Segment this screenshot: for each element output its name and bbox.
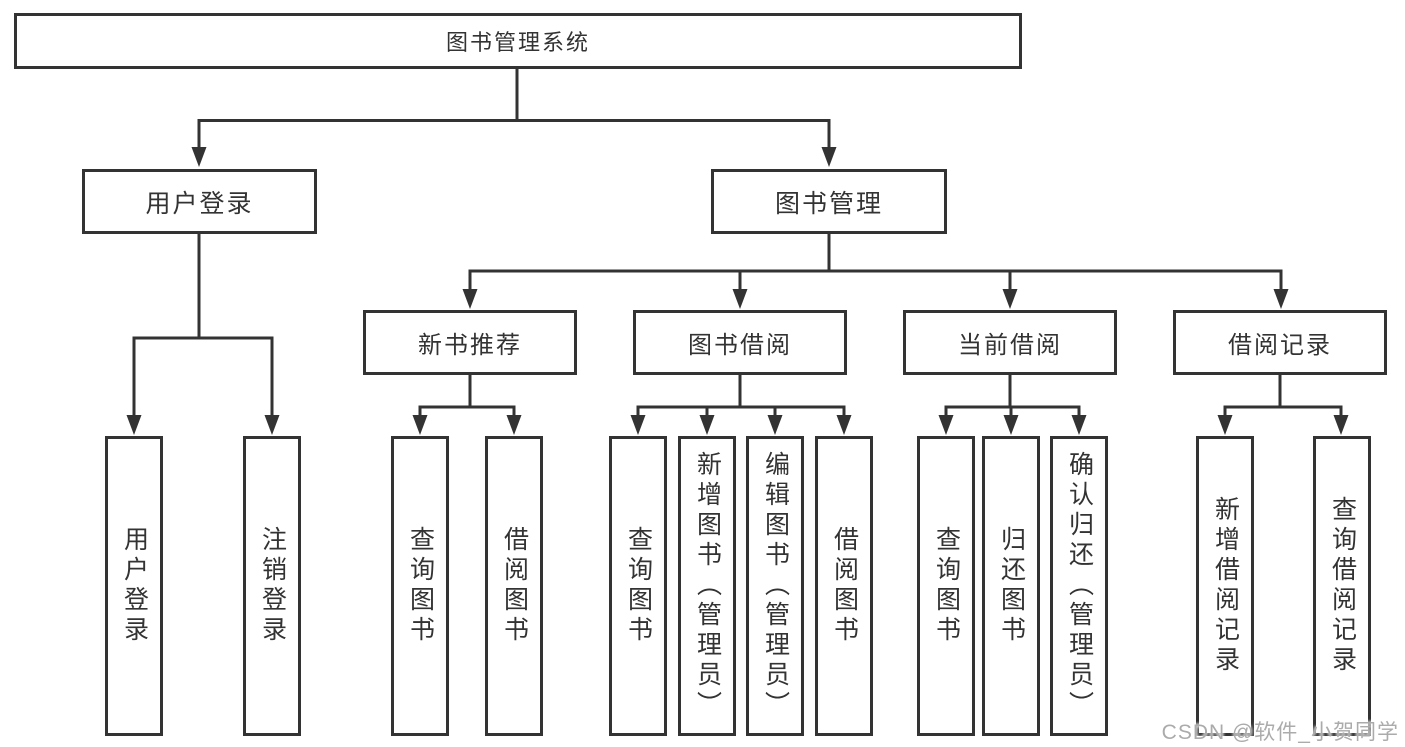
arrow-down-icon	[732, 289, 748, 309]
node-leaf-user-login: 用户登录	[105, 436, 163, 736]
connector-root-to-level2	[197, 69, 831, 149]
arrow-down-icon	[1273, 289, 1289, 309]
node-new-book-rec: 新书推荐	[363, 310, 577, 375]
arrow-down-icon	[1003, 415, 1019, 435]
arrow-down-icon	[191, 147, 207, 167]
node-user-login: 用户登录	[82, 169, 317, 234]
node-borrow-records: 借阅记录	[1173, 310, 1387, 375]
node-current-borrow: 当前借阅	[903, 310, 1117, 375]
node-leaf-current-return-books: 归还图书	[982, 436, 1040, 736]
node-leaf-borrow-query-books: 查询图书	[609, 436, 667, 736]
node-leaf-records-query-record: 查询借阅记录	[1313, 436, 1371, 736]
arrow-down-icon	[1071, 415, 1087, 435]
arrow-down-icon	[821, 147, 837, 167]
node-leaf-borrow-add-books: 新增图书（管理员）	[678, 436, 736, 736]
connector-user-login-to-leaves	[132, 234, 274, 417]
arrow-down-icon	[767, 415, 783, 435]
arrow-down-icon	[938, 415, 954, 435]
node-leaf-records-add-record: 新增借阅记录	[1196, 436, 1254, 736]
node-leaf-rec-query-books: 查询图书	[391, 436, 449, 736]
connector-new-book-rec-to-leaves	[418, 375, 516, 417]
connector-book-mgmt-to-level3	[468, 234, 1283, 291]
arrow-down-icon	[506, 415, 522, 435]
node-leaf-current-query-books: 查询图书	[917, 436, 975, 736]
arrow-down-icon	[1333, 415, 1349, 435]
connector-borrow-records-to-leaves	[1223, 375, 1343, 417]
node-leaf-borrow-borrow-books: 借阅图书	[815, 436, 873, 736]
node-root-system: 图书管理系统	[14, 13, 1022, 69]
arrow-down-icon	[412, 415, 428, 435]
node-leaf-logout: 注销登录	[243, 436, 301, 736]
arrow-down-icon	[126, 415, 142, 435]
arrow-down-icon	[836, 415, 852, 435]
arrow-down-icon	[264, 415, 280, 435]
node-leaf-current-confirm-return: 确认归还（管理员）	[1050, 436, 1108, 736]
arrow-down-icon	[1217, 415, 1233, 435]
arrow-down-icon	[699, 415, 715, 435]
csdn-watermark: CSDN @软件_小贺同学	[1161, 721, 1399, 744]
connector-current-borrow-to-leaves	[944, 375, 1081, 417]
node-book-borrow: 图书借阅	[633, 310, 847, 375]
node-leaf-borrow-edit-books: 编辑图书（管理员）	[746, 436, 804, 736]
node-book-mgmt: 图书管理	[711, 169, 947, 234]
arrow-down-icon	[462, 289, 478, 309]
arrow-down-icon	[630, 415, 646, 435]
node-leaf-rec-borrow-books: 借阅图书	[485, 436, 543, 736]
connector-book-borrow-to-leaves	[636, 375, 846, 417]
arrow-down-icon	[1002, 289, 1018, 309]
